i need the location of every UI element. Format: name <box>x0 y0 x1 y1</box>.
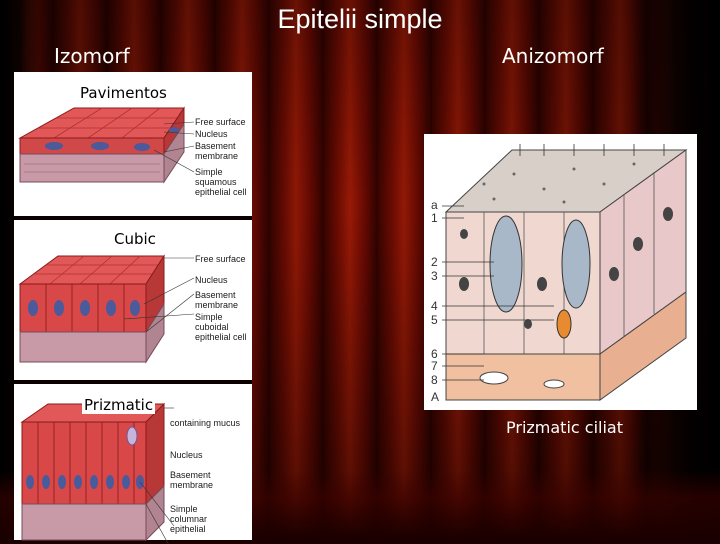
marker-a: a <box>431 198 438 212</box>
marker-6: 6 <box>431 347 438 361</box>
squamous-epithelium-illustration <box>18 106 195 184</box>
marker-5: 5 <box>431 313 438 327</box>
callout-containing-mucus: containing mucus <box>170 418 241 428</box>
callout-basement-membrane: Basement membrane <box>195 290 239 310</box>
columnar-epithelium-illustration <box>20 402 175 544</box>
callout-nucleus: Nucleus <box>195 275 228 285</box>
marker-2: 2 <box>431 255 438 269</box>
cuboidal-epithelium-illustration <box>18 254 195 364</box>
callout-simple-cuboidal-cell: Simple cuboidal epithelial cell <box>195 312 247 342</box>
callout-simple-columnar-cell: Simple columnar epithelial <box>170 504 208 534</box>
callout-simple-squamous-cell: Simple squamous epithelial cell <box>195 167 247 197</box>
right-illustration-panel: a 1 2 3 4 5 6 7 8 A <box>424 134 697 410</box>
heading-anizomorf: Anizomorf <box>502 44 604 68</box>
left-illustration-panel: Free surface Nucleus Basement membrane S… <box>14 72 252 544</box>
marker-3: 3 <box>431 269 438 283</box>
marker-1: 1 <box>431 211 438 225</box>
marker-4: 4 <box>431 299 438 313</box>
marker-8: 8 <box>431 373 438 387</box>
panel-divider <box>14 380 252 384</box>
ciliated-columnar-epithelium-illustration <box>442 144 688 401</box>
callout-basement-membrane: Basement membrane <box>195 141 239 161</box>
callout-nucleus: Nucleus <box>195 129 228 139</box>
label-cubic: Cubic <box>112 230 158 248</box>
label-prizmatic-ciliat: Prizmatic ciliat <box>506 418 623 437</box>
callout-nucleus: Nucleus <box>170 450 203 460</box>
label-pavimentos: Pavimentos <box>78 84 169 102</box>
heading-izomorf: Izomorf <box>54 44 130 68</box>
label-prizmatic: Prizmatic <box>82 396 156 414</box>
callout-free-surface: Free surface <box>195 117 246 127</box>
callout-free-surface: Free surface <box>195 254 246 264</box>
panel-divider <box>14 216 252 220</box>
marker-A: A <box>431 390 440 404</box>
marker-7: 7 <box>431 359 438 373</box>
slide-title: Epitelii simple <box>277 4 443 34</box>
callout-basement-membrane: Basement membrane <box>170 470 214 490</box>
